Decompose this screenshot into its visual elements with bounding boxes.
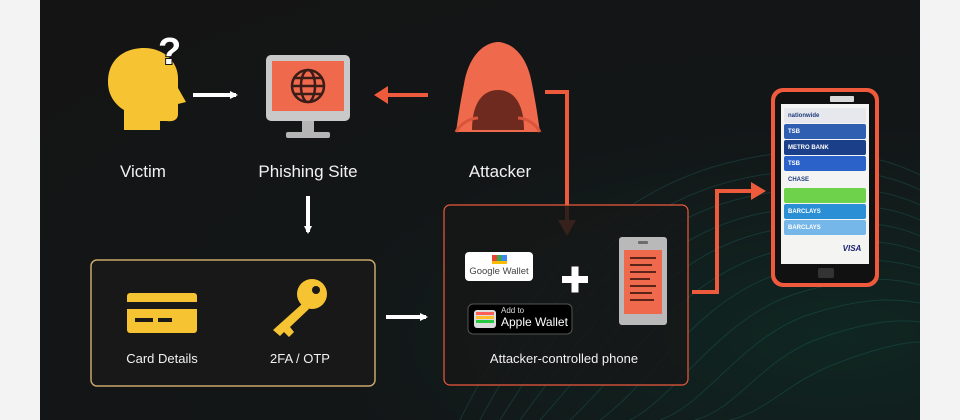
attacker-label: Attacker [468,162,532,181]
google-wallet-text: Google Wallet [469,266,529,277]
attacker-phone-label: Attacker-controlled phone [489,351,639,366]
diagram-canvas: ? [40,0,920,420]
plus-icon [562,266,588,293]
victim-label: Victim [120,162,166,181]
wallet-card-label: BARCLAYS [788,225,821,231]
otp-label: 2FA / OTP [270,351,330,366]
phishing-site-label: Phishing Site [258,162,358,181]
diagram-graphics: ? [90,30,920,420]
apple-wallet-add-text: Add to [501,306,525,315]
arrow-phone-to-device [692,182,766,294]
wallet-card [784,220,866,235]
wallet-card-label: CHASE [788,177,809,183]
globe-monitor-icon [266,55,350,138]
wallet-card-label: METRO BANK [788,145,829,151]
key-icon [273,279,327,337]
credit-card-icon [127,293,197,333]
apple-wallet-text: Apple Wallet [501,315,568,329]
visa-label: VISA [842,244,862,253]
wallet-card-label: BARCLAYS [788,209,821,215]
arrow-attacker-to-site [374,86,428,104]
wallet-card [784,156,866,171]
google-wallet-badge[interactable] [465,252,533,281]
svg-text:?: ? [158,31,181,73]
wallet-card [784,188,866,203]
wallet-card [784,140,866,155]
wallet-card [784,124,866,139]
wallet-card-label: TSB [788,161,801,167]
wallet-card-label: nationwide [788,113,820,119]
apple-wallet-badge[interactable] [467,303,573,335]
card-details-label: Card Details [126,351,198,366]
phone-icon [619,237,667,325]
wallet-card [784,204,866,219]
head-question-icon: ? [108,30,186,130]
wallet-card-label: TSB [788,129,801,135]
wallet-card [784,108,866,123]
wallet-card [784,172,866,187]
attacker-mask-icon [454,42,542,133]
